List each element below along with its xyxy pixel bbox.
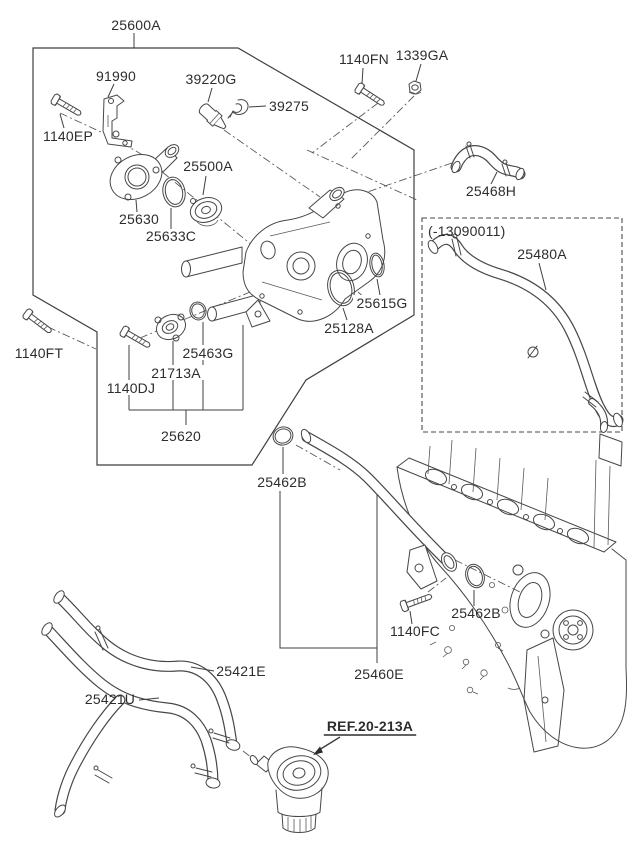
part-25128A-gasket — [327, 269, 355, 307]
part-label-25421E: 25421E — [216, 663, 265, 679]
part-25421U-hose — [41, 622, 221, 818]
version-variant-box — [421, 217, 623, 433]
label-bg-25128A — [320, 320, 378, 335]
label-bg-25615G — [353, 295, 411, 310]
label-backgrounds — [102, 295, 411, 395]
leader-lines — [59, 33, 547, 755]
part-25460E-pipe — [300, 428, 458, 590]
part-label-25463G: 25463G — [182, 345, 233, 361]
part-label-25468H: 25468H — [466, 183, 516, 199]
part-39220G-sensor — [198, 103, 227, 130]
part-label-25462B-lower: 25462B — [451, 605, 500, 621]
ref-arrowhead — [313, 746, 323, 755]
part-25500A-thermostat — [189, 197, 223, 227]
label-bg-1140DJ — [102, 380, 160, 395]
part-1140EP-bolt — [49, 92, 84, 120]
part-label-39220G: 39220G — [185, 71, 236, 87]
part-91990-bracket — [102, 94, 133, 148]
part-label-91990: 91990 — [96, 68, 136, 84]
part-labels: 25600A 91990 1140EP 39220G 39275 1140FN 1339GA… — [15, 17, 567, 736]
part-1140FT-bolt — [21, 307, 55, 337]
part-25462B-oring-upper — [272, 426, 294, 446]
part-25463G-oring — [189, 301, 207, 321]
part-label-25600A: 25600A — [111, 17, 161, 33]
part-label-25128A: 25128A — [324, 320, 374, 336]
part-25480A-hose — [427, 233, 624, 433]
part-label-25462B-upper: 25462B — [257, 474, 306, 490]
part-label-25460E: 25460E — [354, 666, 403, 682]
part-oil-cooler — [249, 746, 329, 833]
part-label-1140EP: 1140EP — [43, 128, 93, 144]
assembly-group-box-25600A — [32, 47, 415, 466]
part-label-25500A: 25500A — [183, 158, 233, 174]
part-label-25633C: 25633C — [146, 228, 196, 244]
part-25633C-oring — [162, 176, 186, 208]
engine-block — [396, 433, 627, 753]
part-label-version-note: (-13090011) — [428, 223, 505, 239]
part-1140DJ-bolt — [118, 324, 153, 352]
part-label-25620: 25620 — [161, 428, 201, 444]
part-39275-clip — [227, 99, 249, 119]
part-25421E-hose — [53, 590, 241, 751]
part-label-1140DJ: 1140DJ — [107, 380, 155, 396]
part-1140FN-bolt — [353, 81, 388, 110]
part-25615G-oring — [369, 252, 385, 278]
part-coolant-housing — [181, 186, 386, 328]
part-25630-inlet-fitting — [109, 144, 180, 201]
part-label-1339GA: 1339GA — [396, 47, 449, 63]
part-label-39275: 39275 — [269, 98, 309, 114]
part-21713A-flange — [154, 313, 187, 342]
part-1140FC-bolt — [398, 590, 434, 613]
part-label-21713A: 21713A — [151, 365, 201, 381]
part-label-25421U: 25421U — [85, 691, 135, 707]
part-label-25480A: 25480A — [517, 246, 567, 262]
part-label-25630: 25630 — [119, 211, 159, 227]
part-label-1140FC: 1140FC — [390, 623, 440, 639]
part-label-1140FT: 1140FT — [15, 345, 64, 361]
part-25468H-hose — [450, 141, 526, 181]
part-1339GA-nut — [408, 80, 422, 95]
part-25462B-oring-lower — [465, 563, 485, 589]
part-label-25615G: 25615G — [356, 295, 407, 311]
label-bg-25463G — [179, 345, 237, 360]
label-bg-21713A — [147, 365, 205, 380]
part-label-1140FN: 1140FN — [339, 51, 389, 67]
part-label-ref-20-213A: REF.20-213A — [327, 718, 413, 734]
